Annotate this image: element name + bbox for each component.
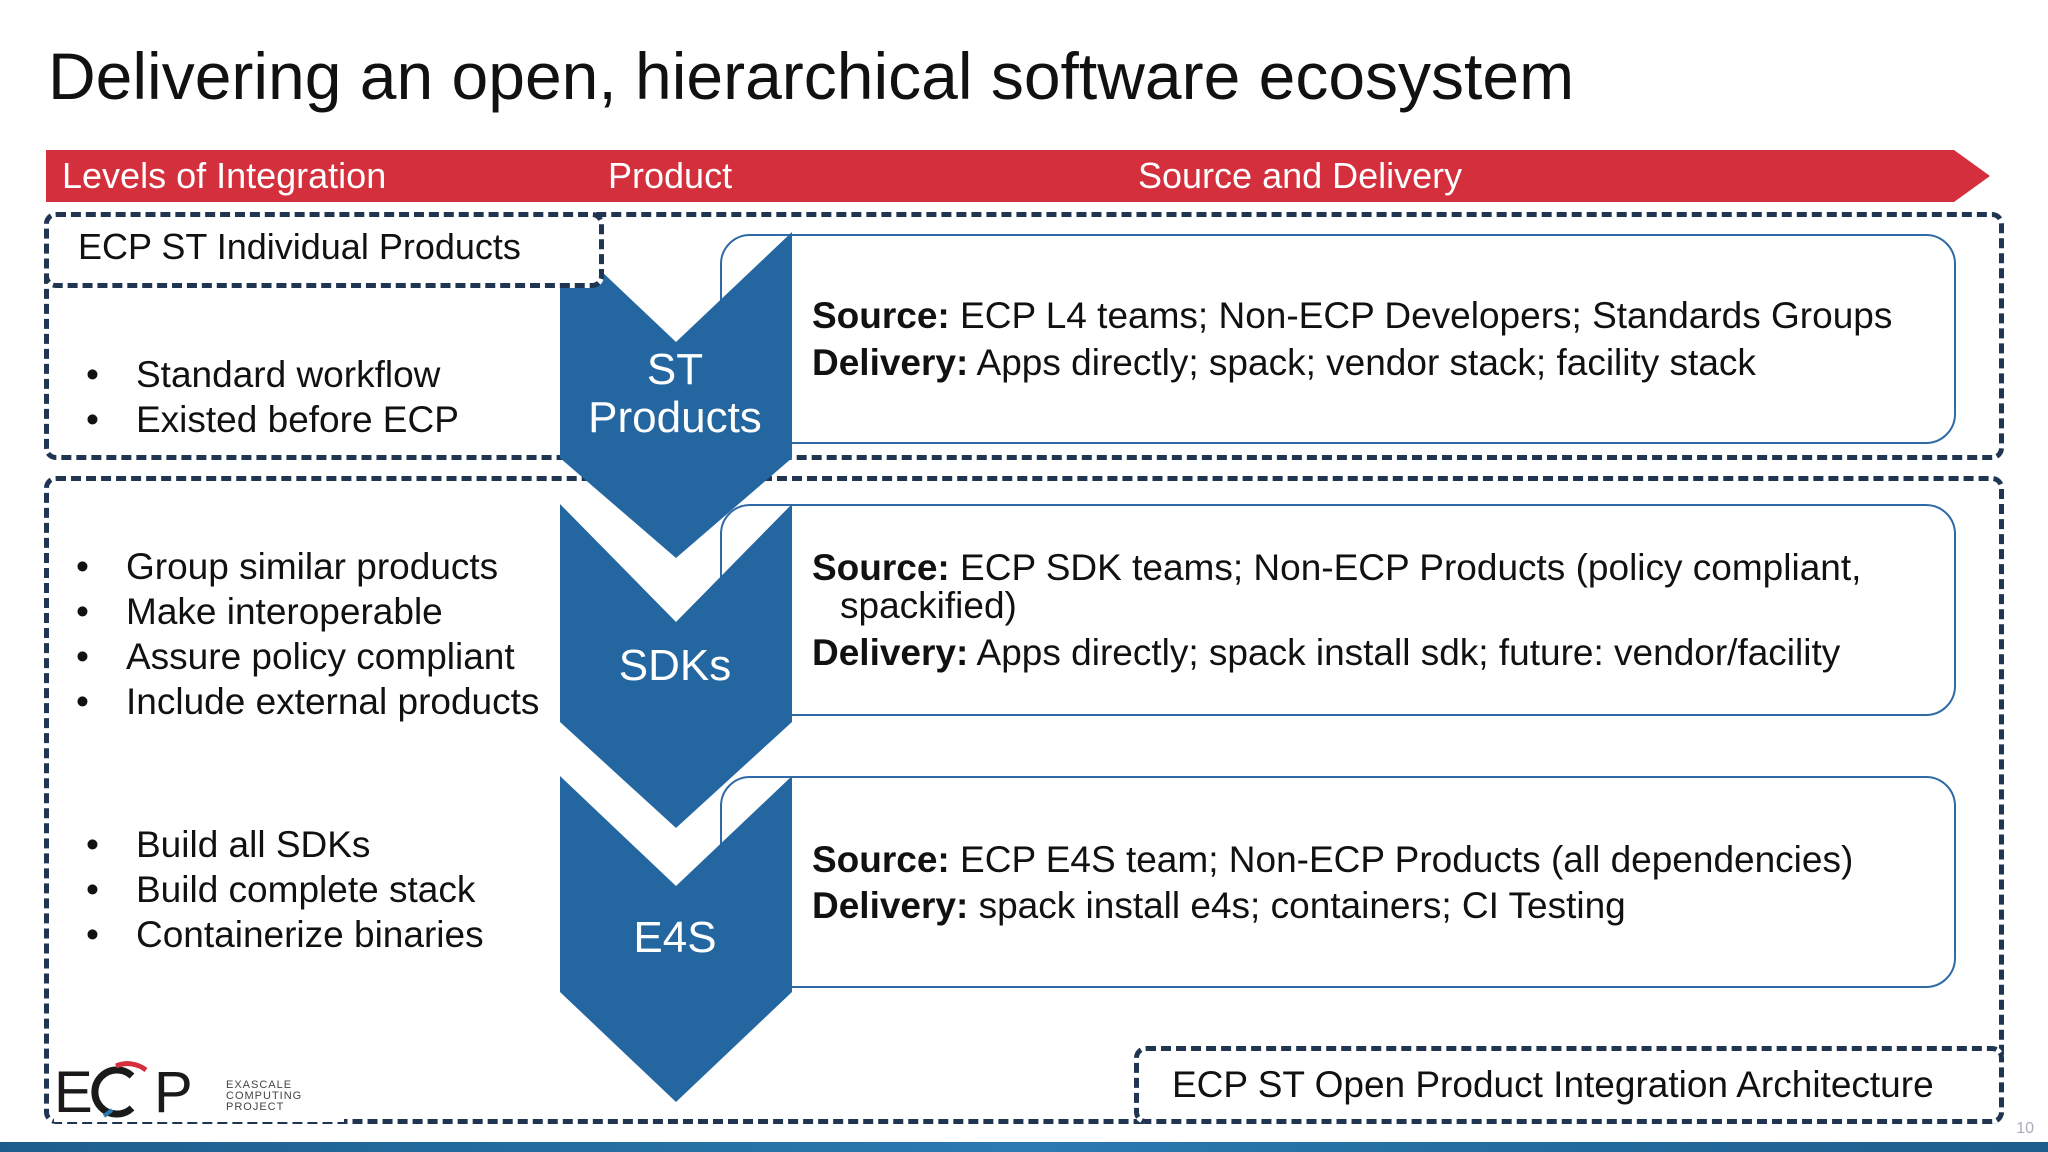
header-banner-arrow	[46, 150, 1990, 202]
chevron-label-line-2: Products	[588, 393, 762, 442]
source-line-e4s: Source: ECP E4S team; Non-ECP Products (…	[812, 836, 1853, 883]
chevron-label-st-products: ST Products	[560, 346, 790, 442]
source-value: ECP L4 teams; Non-ECP Developers; Standa…	[949, 295, 1893, 336]
list-item: Include external products	[76, 679, 539, 724]
individual-products-label-box	[44, 212, 604, 288]
svg-text:E: E	[54, 1060, 93, 1122]
ecp-logo-subtitle: EXASCALE COMPUTING PROJECT	[226, 1080, 302, 1113]
list-item: Containerize binaries	[86, 912, 484, 957]
source-label: Source:	[812, 547, 950, 588]
list-item: Build all SDKs	[86, 822, 484, 867]
source-value: ECP E4S team; Non-ECP Products (all depe…	[949, 839, 1854, 880]
chevron-e4s	[560, 776, 792, 1102]
banner-source-label: Source and Delivery	[1138, 155, 1463, 196]
svg-text:P: P	[154, 1060, 193, 1122]
detail-box-e4s	[720, 776, 1956, 988]
footer-bar	[0, 1142, 2048, 1152]
source-value: ECP SDK teams; Non-ECP Products (policy …	[949, 547, 1862, 588]
source-label: Source:	[812, 295, 950, 336]
slide-number: 10	[2016, 1120, 2034, 1137]
source-line-sdks: Source: ECP SDK teams; Non-ECP Products …	[812, 544, 1861, 591]
chevron-label-line-1: ST	[646, 345, 704, 394]
ecp-logo-mark: E P	[54, 1060, 193, 1125]
bullets-sdks: Group similar products Make interoperabl…	[76, 544, 539, 724]
delivery-value: Apps directly; spack install sdk; future…	[968, 632, 1841, 673]
list-item: Group similar products	[76, 544, 539, 589]
source-continuation-sdks: spackified)	[840, 585, 1017, 626]
architecture-label: ECP ST Open Product Integration Architec…	[1172, 1064, 1934, 1105]
slide-title: Delivering an open, hierarchical softwar…	[48, 39, 1575, 113]
individual-products-group	[44, 212, 2004, 460]
integration-group	[44, 476, 2004, 1124]
list-item: Standard workflow	[86, 352, 459, 397]
chevron-st-products	[560, 232, 792, 558]
banner-levels-label: Levels of Integration	[62, 155, 387, 196]
delivery-label: Delivery:	[812, 342, 969, 383]
chevron-stack	[560, 232, 792, 1102]
delivery-label: Delivery:	[812, 632, 969, 673]
delivery-value: spack install e4s; containers; CI Testin…	[968, 885, 1626, 926]
chevron-sdks	[560, 504, 792, 828]
bullets-st-products: Standard workflow Existed before ECP	[86, 352, 459, 442]
delivery-value: Apps directly; spack; vendor stack; faci…	[968, 342, 1756, 383]
detail-box-st-products	[720, 234, 1956, 444]
bullets-e4s: Build all SDKs Build complete stack Cont…	[86, 822, 484, 957]
list-item: Make interoperable	[76, 589, 539, 634]
delivery-line-sdks: Delivery: Apps directly; spack install s…	[812, 629, 1840, 676]
source-line-st-products: Source: ECP L4 teams; Non-ECP Developers…	[812, 292, 1892, 339]
logo-sub-line: EXASCALE	[226, 1079, 293, 1091]
logo-sub-line: PROJECT	[226, 1101, 285, 1113]
ecp-logo: E P EXASCALE COMPUTING PROJECT	[54, 1056, 344, 1125]
delivery-line-e4s: Delivery: spack install e4s; containers;…	[812, 882, 1626, 929]
source-label: Source:	[812, 839, 950, 880]
chevron-label-sdks: SDKs	[618, 641, 732, 690]
detail-box-sdks	[720, 504, 1956, 716]
chevron-label-e4s: E4S	[633, 913, 717, 962]
delivery-line-st-products: Delivery: Apps directly; spack; vendor s…	[812, 339, 1756, 386]
architecture-label-box	[1134, 1046, 2004, 1124]
banner-product-label: Product	[608, 155, 733, 196]
logo-sub-line: COMPUTING	[226, 1090, 303, 1102]
delivery-label: Delivery:	[812, 885, 969, 926]
individual-products-label: ECP ST Individual Products	[78, 226, 521, 267]
list-item: Existed before ECP	[86, 397, 459, 442]
list-item: Build complete stack	[86, 867, 484, 912]
list-item: Assure policy compliant	[76, 634, 539, 679]
